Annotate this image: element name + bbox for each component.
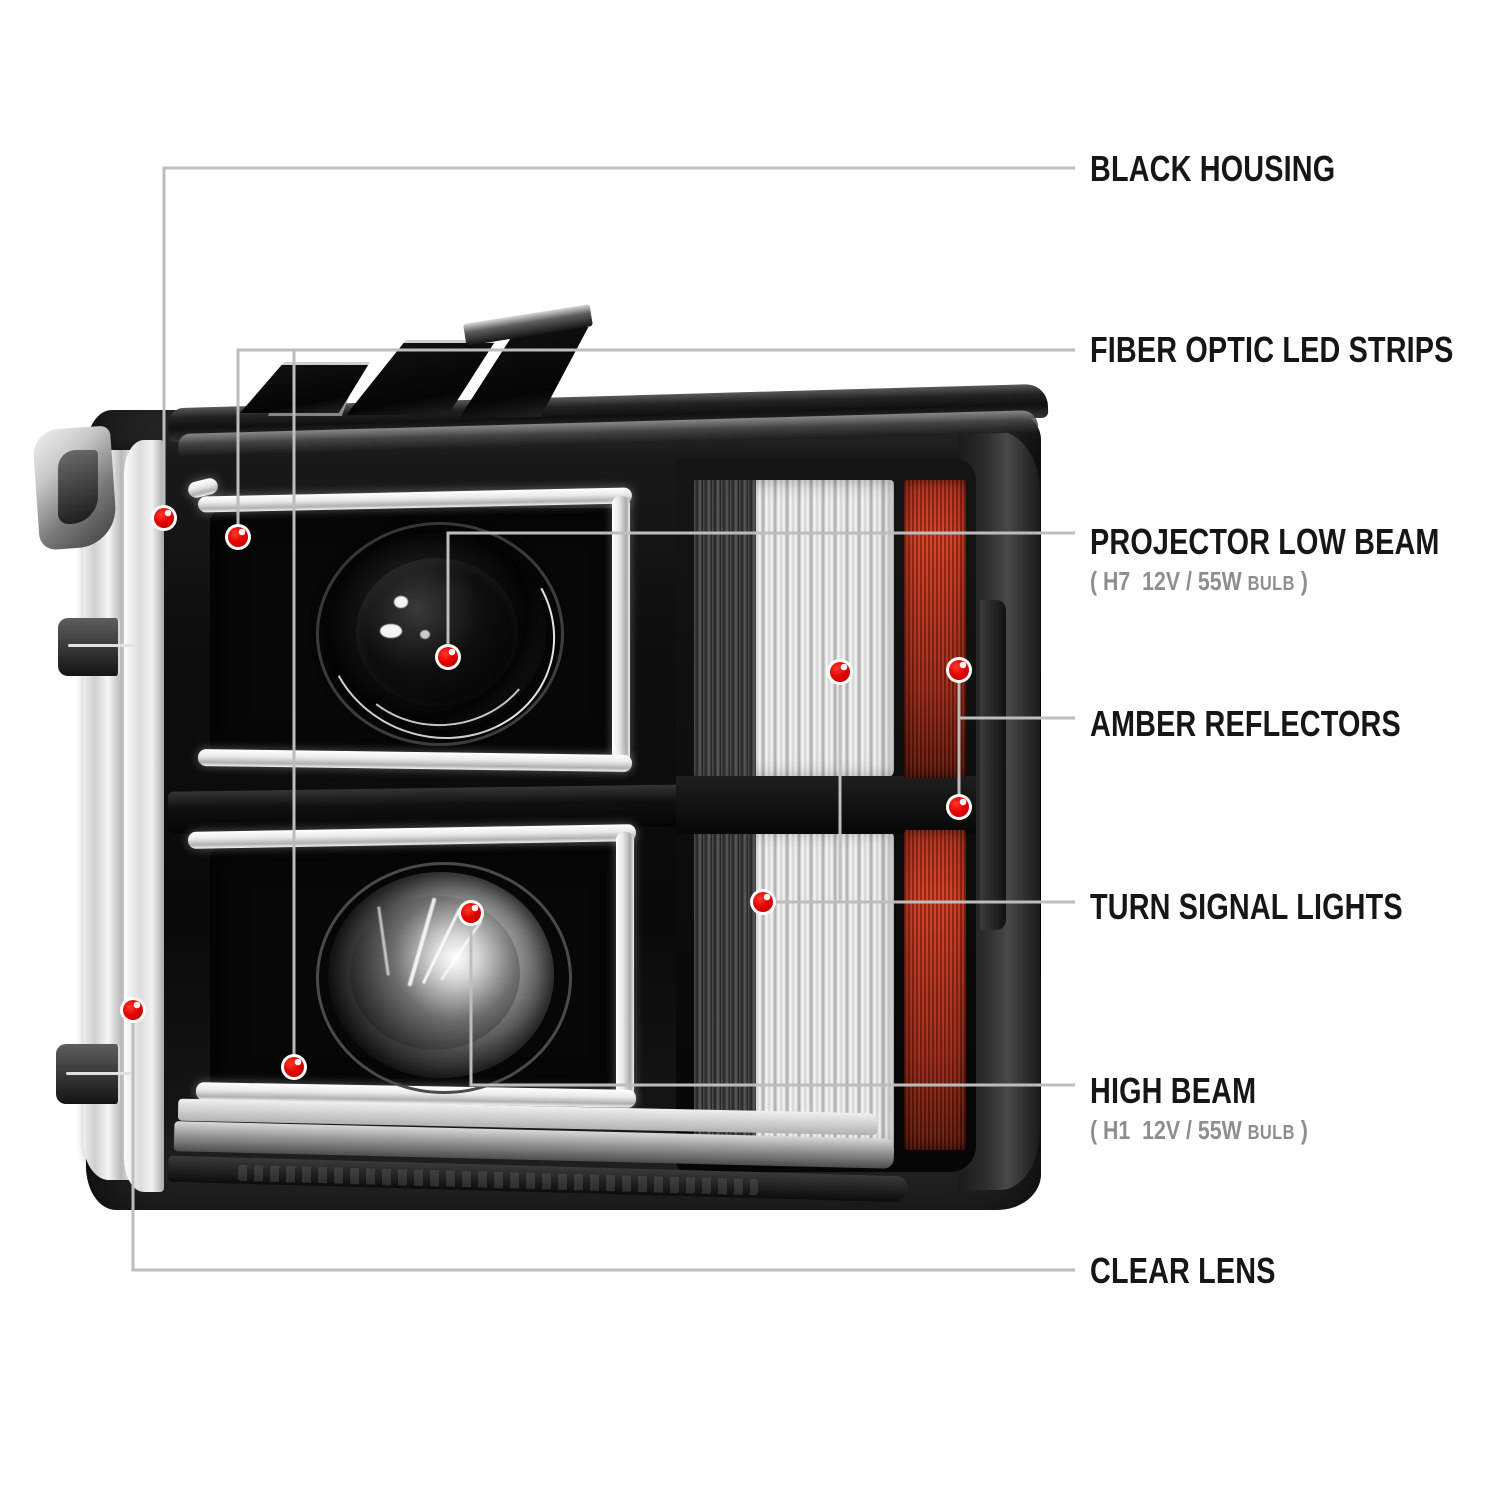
callout-label-clear-lens: CLEAR LENS <box>1090 1250 1276 1291</box>
callout-label-fiber-optic-led-strips: FIBER OPTIC LED STRIPS <box>1090 329 1454 370</box>
lens-specular-1 <box>394 596 408 608</box>
sub-watts: 55W <box>1197 566 1242 596</box>
callout-turn-signal-lights: TURN SIGNAL LIGHTS <box>1090 888 1481 926</box>
turn-signal-lens-dark-lower <box>694 830 756 1150</box>
callout-sublabel-high-beam: ( H1 12V / 55W BULB ) <box>1090 1114 1308 1149</box>
sub-bulb-code: H7 <box>1103 566 1131 596</box>
clear-lens-edge-inner <box>124 440 164 1192</box>
sub-open: ( <box>1090 1115 1104 1145</box>
turn-signal-lens-dark-upper <box>694 480 756 778</box>
callout-projector-low-beam: PROJECTOR LOW BEAM ( H7 12V / 55W BULB ) <box>1090 523 1500 600</box>
right-bezel-inner <box>980 600 1006 930</box>
side-hook-inner <box>58 450 98 524</box>
sub-voltage: 12V <box>1142 1115 1181 1145</box>
callout-label-high-beam: HIGH BEAM <box>1090 1070 1257 1111</box>
turn-signal-module <box>676 458 976 1172</box>
callout-label-black-housing: BLACK HOUSING <box>1090 148 1336 189</box>
amber-reflector-lower <box>904 830 966 1150</box>
callout-high-beam: HIGH BEAM ( H1 12V / 55W BULB ) <box>1090 1072 1356 1149</box>
mount-clip-upper <box>58 618 120 676</box>
callout-label-projector-low-beam: PROJECTOR LOW BEAM <box>1090 521 1440 562</box>
sub-bulb-code: H1 <box>1103 1115 1131 1145</box>
callout-sublabel-projector-low-beam: ( H7 12V / 55W BULB ) <box>1090 565 1448 600</box>
sub-close: ) <box>1294 1115 1308 1145</box>
clip-bar-upper <box>68 644 134 647</box>
headlight-product-image <box>28 300 1049 1230</box>
callout-black-housing: BLACK HOUSING <box>1090 150 1397 188</box>
sub-voltage: 12V <box>1142 566 1181 596</box>
amber-reflector-upper <box>904 480 966 778</box>
sub-bulb-word: BULB <box>1247 573 1295 595</box>
callout-fiber-optic-led-strips: FIBER OPTIC LED STRIPS <box>1090 331 1500 369</box>
sub-open: ( <box>1090 566 1104 596</box>
clip-bar-lower <box>66 1072 134 1075</box>
callout-label-turn-signal-lights: TURN SIGNAL LIGHTS <box>1090 886 1403 927</box>
callout-label-amber-reflectors: AMBER REFLECTORS <box>1090 703 1401 744</box>
sub-separator: / <box>1186 566 1192 596</box>
sub-close: ) <box>1294 566 1308 596</box>
sub-separator: / <box>1186 1115 1192 1145</box>
signal-divider <box>676 776 976 834</box>
lens-specular-3 <box>420 630 430 639</box>
high-beam-bowl <box>350 896 520 1050</box>
lens-specular-2 <box>380 624 402 638</box>
sub-bulb-word: BULB <box>1247 1122 1295 1144</box>
callout-clear-lens: CLEAR LENS <box>1090 1252 1322 1290</box>
sub-watts: 55W <box>1197 1115 1242 1145</box>
callout-amber-reflectors: AMBER REFLECTORS <box>1090 705 1479 743</box>
